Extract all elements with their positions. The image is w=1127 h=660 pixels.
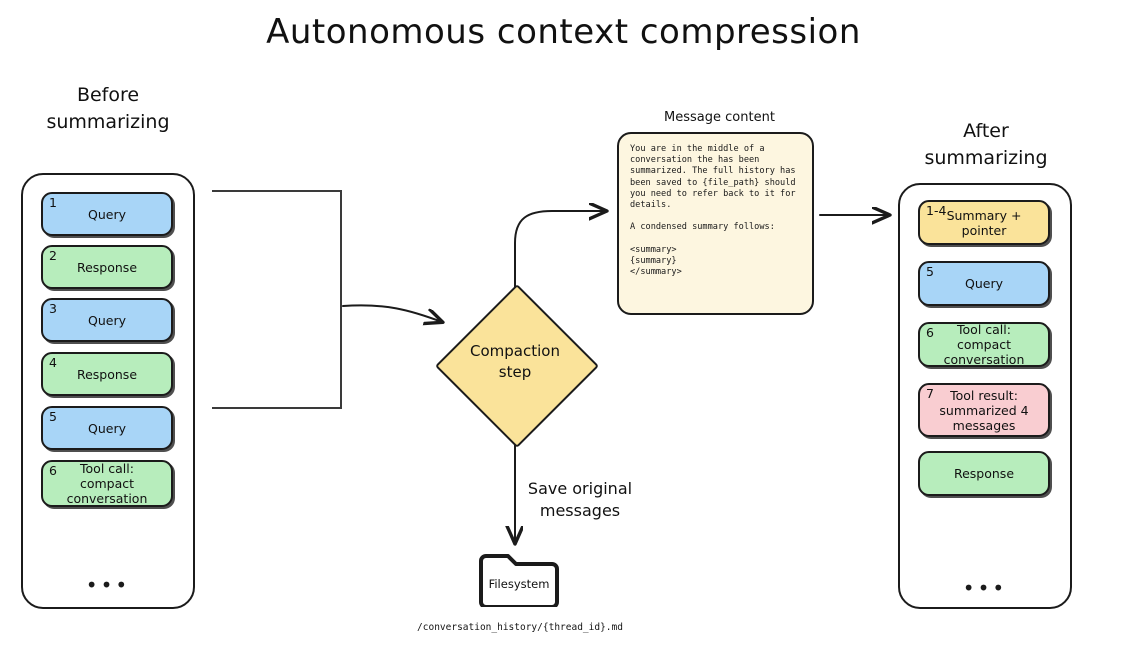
compaction-step-label: Compaction step: [440, 341, 590, 383]
message-number-3: 3: [49, 301, 57, 316]
after-message-bubble-1[interactable]: 1-4 Summary + pointer: [918, 200, 1050, 245]
message-bubble-4[interactable]: 4 Response: [41, 352, 173, 396]
message-bubble-3[interactable]: 3 Query: [41, 298, 173, 342]
after-heading-line2: summarizing: [924, 147, 1048, 169]
message-label-5: Query: [88, 420, 126, 436]
after-message-bubble-2[interactable]: 5 Query: [918, 261, 1050, 306]
before-heading-line2: summarizing: [46, 111, 170, 133]
after-message-bubble-3[interactable]: 6 Tool call: compact conversation: [918, 322, 1050, 367]
compaction-label-line1: Compaction: [470, 342, 560, 360]
save-label-line2: messages: [539, 501, 621, 520]
message-number-6: 6: [49, 463, 57, 478]
after-message-label-1: Summary + pointer: [946, 207, 1022, 238]
after-ellipsis: •••: [962, 576, 1008, 600]
save-original-messages-label: Save original messages: [500, 478, 660, 522]
message-label-6: Tool call: compact conversation: [66, 461, 148, 506]
message-number-1: 1: [49, 195, 57, 210]
after-message-label-5: Response: [953, 466, 1015, 481]
after-message-bubble-4[interactable]: 7 Tool result: summarized 4 messages: [918, 383, 1050, 437]
before-ellipsis: •••: [85, 573, 131, 597]
message-label-3: Query: [88, 312, 126, 328]
message-bubble-5[interactable]: 5 Query: [41, 406, 173, 450]
message-bubble-1[interactable]: 1 Query: [41, 192, 173, 236]
filesystem-path-label: /conversation_history/{thread_id}.md: [417, 622, 623, 633]
compaction-step-node[interactable]: Compaction step: [434, 283, 600, 449]
message-content-box: You are in the middle of a conversation …: [617, 132, 814, 315]
after-message-number-2: 5: [926, 264, 934, 279]
after-message-number-1: 1-4: [926, 203, 947, 218]
message-number-4: 4: [49, 355, 57, 370]
compaction-label-line2: step: [498, 363, 532, 381]
after-message-bubble-5[interactable]: Response: [918, 451, 1050, 496]
arrow-bracket-to-compaction: [342, 304, 442, 322]
message-label-4: Response: [76, 366, 138, 382]
filesystem-folder-label: Filesystem: [488, 577, 550, 591]
after-message-label-2: Query: [965, 276, 1003, 291]
after-message-label-4: Tool result: summarized 4 messages: [939, 387, 1029, 433]
before-column-heading: Before summarizing: [22, 82, 194, 136]
after-heading-line1: After: [963, 120, 1009, 142]
message-label-1: Query: [88, 206, 126, 222]
before-heading-line1: Before: [76, 84, 140, 106]
after-column-heading: After summarizing: [898, 118, 1074, 172]
message-label-2: Response: [76, 259, 138, 275]
page-title: Autonomous context compression: [266, 12, 861, 52]
message-number-2: 2: [49, 248, 57, 263]
message-content-title: Message content: [664, 110, 775, 125]
after-message-number-4: 7: [926, 386, 934, 401]
after-message-number-3: 6: [926, 325, 934, 340]
after-conversation-frame: 1-4 Summary + pointer 5 Query 6 Tool cal…: [898, 183, 1072, 609]
after-message-label-3: Tool call: compact conversation: [943, 322, 1025, 367]
grouping-bracket: [212, 190, 342, 409]
message-bubble-6[interactable]: 6 Tool call: compact conversation: [41, 460, 173, 507]
message-number-5: 5: [49, 409, 57, 424]
message-bubble-2[interactable]: 2 Response: [41, 245, 173, 289]
filesystem-folder-node[interactable]: Filesystem: [478, 553, 560, 609]
folder-icon: [479, 554, 559, 609]
save-label-line1: Save original: [527, 479, 633, 498]
arrow-compaction-to-message-content: [514, 211, 606, 289]
before-conversation-frame: 1 Query 2 Response 3 Query 4 Response 5 …: [21, 173, 195, 609]
